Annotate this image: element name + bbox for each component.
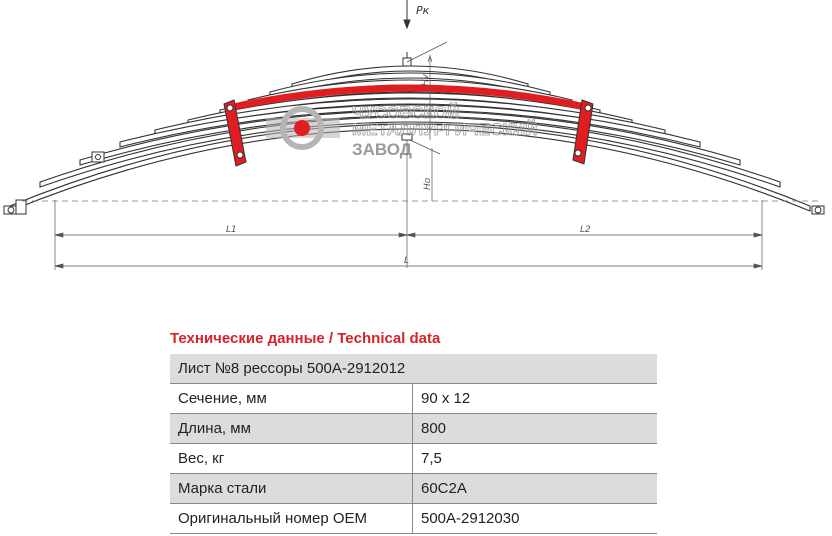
left-clamp xyxy=(223,99,247,167)
length-dimensions xyxy=(54,200,763,270)
row-value: 500А-2912030 xyxy=(412,503,657,534)
table-header-cell: Лист №8 рессоры 500А-2912012 xyxy=(170,354,657,384)
row-value: 800 xyxy=(412,413,657,444)
left-eye xyxy=(3,199,27,215)
watermark-line-1: ЧУСОВСКОЙ xyxy=(352,103,459,122)
row-label: Марка стали xyxy=(170,473,413,504)
technical-data-title: Технические данные / Technical data xyxy=(170,330,441,347)
table-row: Сечение, мм 90 х 12 xyxy=(170,383,657,414)
row-label: Сечение, мм xyxy=(170,383,413,414)
leaf-spring-drawing: ЧУСОВСКОЙ МЕТАЛЛУРГИЧЕСКИЙ ЗАВОД Pк Hv H… xyxy=(3,0,825,270)
force-label: Pк xyxy=(416,4,430,17)
table-row: Вес, кг 7,5 xyxy=(170,443,657,474)
l1-label: L1 xyxy=(226,225,237,235)
l2-label: L2 xyxy=(580,225,591,235)
left-clip xyxy=(91,151,105,163)
logo-dot xyxy=(294,120,310,136)
technical-data-table: Лист №8 рессоры 500А-2912012 Сечение, мм… xyxy=(170,354,657,534)
table-row: Оригинальный номер OEM 500А-2912030 xyxy=(170,503,657,534)
table-row: Длина, мм 800 xyxy=(170,413,657,444)
row-label: Длина, мм xyxy=(170,413,413,444)
row-value: 7,5 xyxy=(412,443,657,474)
row-value: 90 х 12 xyxy=(412,383,657,414)
height-dimensions xyxy=(406,41,448,268)
table-header-row: Лист №8 рессоры 500А-2912012 xyxy=(170,354,657,384)
right-eye xyxy=(811,205,825,215)
table-row: Марка стали 60С2А xyxy=(170,473,657,504)
watermark-line-2: МЕТАЛЛУРГИЧЕСКИЙ xyxy=(352,120,537,139)
right-clamp xyxy=(572,99,594,165)
l-label: L xyxy=(404,256,409,266)
force-arrow xyxy=(403,0,411,30)
watermark-logo xyxy=(266,106,340,150)
row-value: 60С2А xyxy=(412,473,657,504)
watermark-line-3: ЗАВОД xyxy=(352,140,412,159)
hv-label: Hv xyxy=(421,73,431,86)
row-label: Оригинальный номер OEM xyxy=(170,503,413,534)
row-label: Вес, кг xyxy=(170,443,413,474)
ho-label: Ho xyxy=(423,177,433,190)
